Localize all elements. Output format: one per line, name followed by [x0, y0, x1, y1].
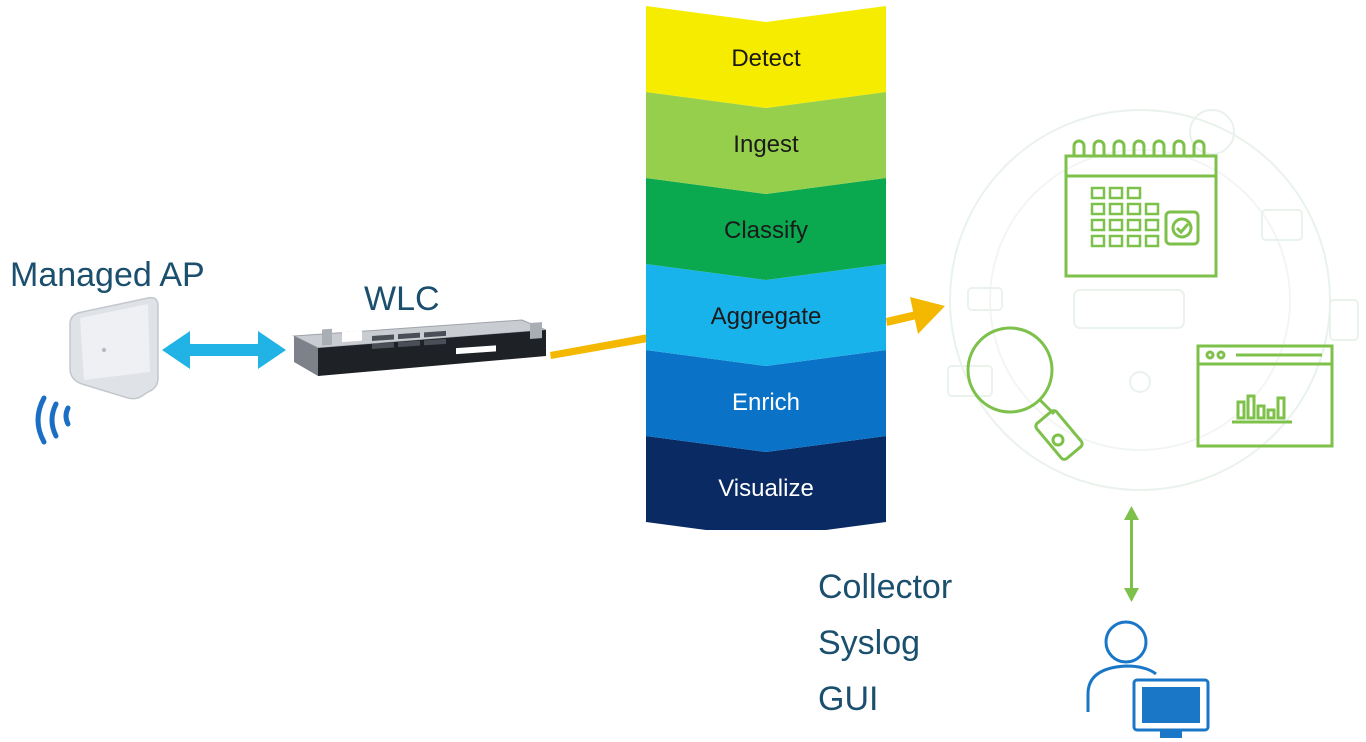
background-network-graphic — [947, 109, 1359, 491]
pipeline-stage-visualize — [646, 436, 886, 530]
processing-pipeline: Visualize Enrich Aggregate Classify Ingest De… — [646, 6, 886, 530]
pipeline-stage-enrich — [646, 350, 886, 452]
wlc-label: WLC — [364, 280, 440, 318]
pipeline-stage-aggregate — [646, 264, 886, 366]
pipeline-stage-label-classify: Classify — [724, 217, 808, 244]
pipeline-stage-classify — [646, 178, 886, 280]
user-computer-icon — [1086, 620, 1210, 738]
pipeline-stage-ingest — [646, 92, 886, 194]
wlc-to-pipeline-arrow — [550, 334, 648, 359]
pipeline-stage-label-ingest: Ingest — [733, 131, 799, 158]
access-point-icon — [69, 296, 159, 400]
dashboard-window-icon — [1196, 344, 1334, 448]
collector-label: Collector — [818, 568, 953, 606]
pipeline-stage-detect — [646, 6, 886, 108]
ap-wlc-link-arrow — [162, 331, 286, 369]
gui-label: GUI — [818, 680, 879, 718]
wifi-signal-icon — [35, 395, 71, 445]
wlc-server-icon — [292, 319, 547, 376]
pipeline-to-dashboard-arrow — [886, 297, 945, 334]
managed-ap-label: Managed AP — [10, 256, 205, 294]
syslog-label: Syslog — [818, 624, 921, 662]
pipeline-stage-label-visualize: Visualize — [718, 475, 814, 502]
pipeline-stage-label-enrich: Enrich — [732, 389, 800, 416]
calendar-icon — [1064, 139, 1218, 278]
magnifier-icon — [966, 326, 1084, 461]
dashboard-user-link-arrow — [1124, 506, 1139, 602]
pipeline-stage-label-detect: Detect — [731, 45, 801, 72]
pipeline-stage-label-aggregate: Aggregate — [711, 303, 822, 330]
